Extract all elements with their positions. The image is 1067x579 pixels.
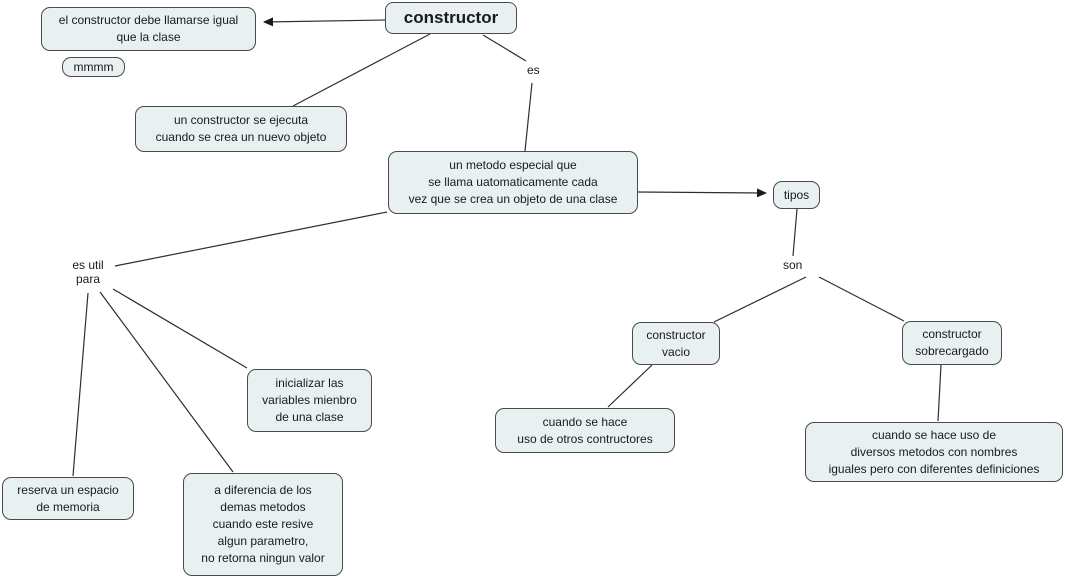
node-sobrecargado[interactable]: constructor sobrecargado <box>902 321 1002 365</box>
connector-constructor-llamarse-arrow <box>263 17 386 27</box>
connector-para-inicializar <box>112 288 248 369</box>
link-label-es-util-para[interactable]: es util para <box>63 258 113 286</box>
connector-para-reserva <box>72 292 89 477</box>
connector-constructor-es <box>482 34 527 62</box>
node-metodo[interactable]: un metodo especial que se llama uatomati… <box>388 151 638 214</box>
node-reserva[interactable]: reserva un espacio de memoria <box>2 477 134 520</box>
connector-para-diferencia <box>99 291 234 473</box>
connector-sobrecargado-diversos <box>937 364 942 422</box>
node-ejecuta[interactable]: un constructor se ejecuta cuando se crea… <box>135 106 347 152</box>
connector-son-sobrecargado <box>818 276 905 322</box>
node-mmmm[interactable]: mmmm <box>62 57 125 77</box>
node-tipos[interactable]: tipos <box>773 181 820 209</box>
connector-metodo-tipos-arrow <box>637 188 767 198</box>
link-label-son[interactable]: son <box>781 258 805 272</box>
connector-son-vacio <box>713 276 807 323</box>
connector-tipos-son <box>792 208 798 257</box>
connector-es-metodo <box>524 82 533 152</box>
connector-constructor-ejecuta <box>292 33 431 107</box>
node-diferencia[interactable]: a diferencia de los demas metodos cuando… <box>183 473 343 576</box>
connector-vacio-contructores <box>607 364 653 408</box>
node-diversos[interactable]: cuando se hace uso de diversos metodos c… <box>805 422 1063 482</box>
node-inicializar[interactable]: inicializar las variables mienbro de una… <box>247 369 372 432</box>
node-contructores[interactable]: cuando se hace uso de otros contructores <box>495 408 675 453</box>
node-llamarse[interactable]: el constructor debe llamarse igual que l… <box>41 7 256 51</box>
node-constructor[interactable]: constructor <box>385 2 517 34</box>
link-label-es[interactable]: es <box>525 63 542 77</box>
connector-metodo-esutilpara <box>114 211 388 267</box>
node-vacio[interactable]: constructor vacio <box>632 322 720 365</box>
